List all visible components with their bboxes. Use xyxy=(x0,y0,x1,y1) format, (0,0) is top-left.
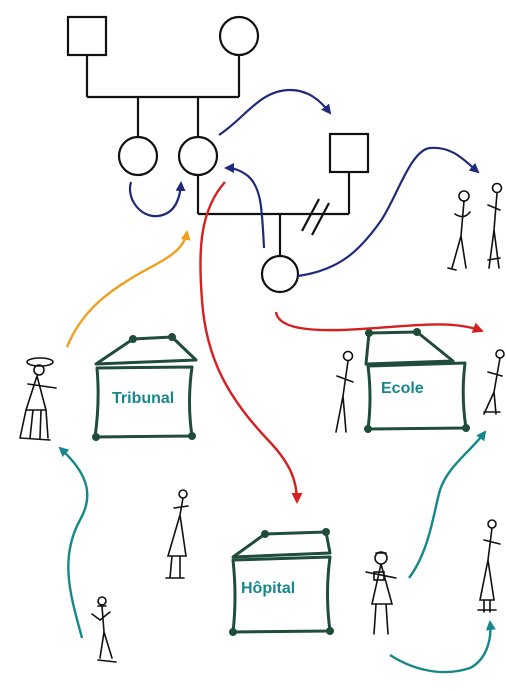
figure-adult-right xyxy=(447,190,471,271)
ecole-label: Ecole xyxy=(381,380,424,397)
daughter-1-circle xyxy=(117,135,159,177)
teal-arrow-bottom-right xyxy=(389,620,496,674)
divorce-slash-2 xyxy=(311,202,330,236)
teal-arrow-nurse-to-ecole xyxy=(408,430,487,579)
figure-mother-middle xyxy=(165,489,189,579)
hopital-building xyxy=(229,528,334,636)
father-square xyxy=(66,15,108,57)
orange-arrow-to-mother xyxy=(65,230,191,348)
figure-judge xyxy=(19,357,57,441)
red-arrow-to-ecole xyxy=(274,311,484,333)
figure-child-ecole-right xyxy=(483,349,505,415)
figure-girl-bottom-left xyxy=(91,596,117,663)
navy-arrow-child-to-figures xyxy=(297,146,480,278)
figure-bottom-right xyxy=(477,519,501,613)
divorce-slash-1 xyxy=(301,198,320,232)
navy-arrow-sibling-loop xyxy=(128,181,186,218)
hopital-label: Hôpital xyxy=(241,580,295,597)
figure-child-ecole-left xyxy=(335,350,354,433)
navy-arrow-to-partner xyxy=(218,88,332,136)
teal-arrow-to-judge xyxy=(58,446,89,639)
ecole-building xyxy=(364,328,470,433)
mother-circle xyxy=(218,15,260,57)
figure-adult-far-right xyxy=(487,182,503,269)
tribunal-label: Tribunal xyxy=(112,390,174,407)
red-arrow-to-hopital xyxy=(199,181,303,504)
partner-square xyxy=(328,132,370,174)
child-circle xyxy=(260,254,300,294)
genogram xyxy=(66,15,370,294)
tribunal-building xyxy=(92,333,198,441)
navy-arrow-child-to-mother xyxy=(224,163,266,249)
figure-nurse xyxy=(365,551,397,635)
daughter-2-circle xyxy=(177,135,219,177)
